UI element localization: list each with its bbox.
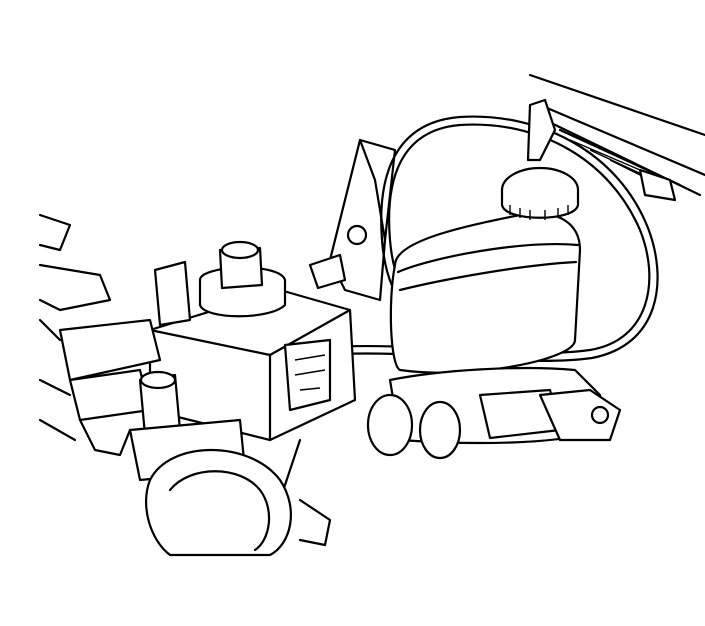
fluid-reservoir xyxy=(389,166,582,374)
abs-modulator xyxy=(148,240,357,502)
fender-lines xyxy=(528,73,705,202)
intake-duct xyxy=(145,448,332,557)
mounting-bracket xyxy=(328,138,397,302)
master-cylinder xyxy=(366,366,622,460)
